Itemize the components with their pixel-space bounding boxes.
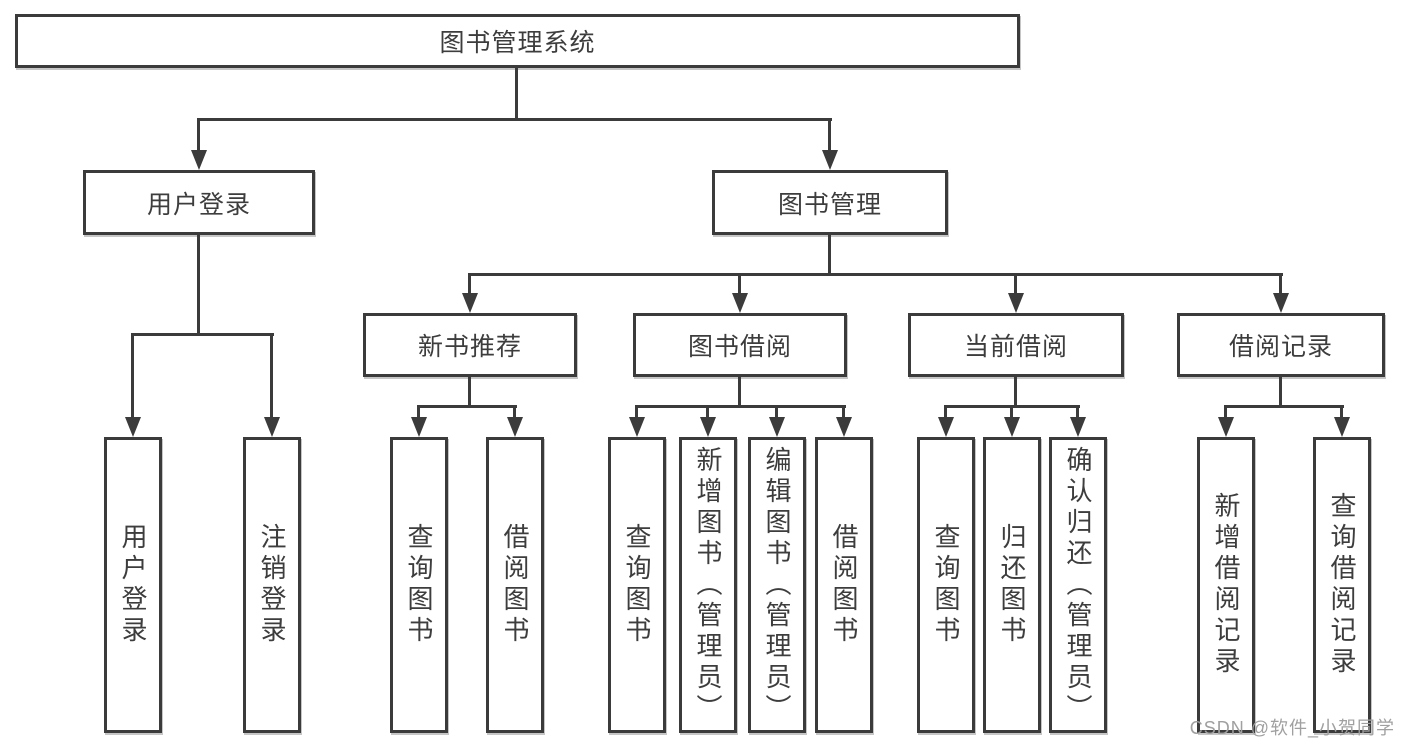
leaf-query-book-under-borrowing: 查询图书 [608, 437, 666, 733]
leaf-borrow-book-under-borrowing: 借阅图书 [815, 437, 873, 733]
connector-to-borrow-records [1279, 273, 1282, 298]
connector-root-stem [515, 68, 518, 121]
arrowhead-to-user-login [191, 150, 207, 170]
leaf-add-borrow-record: 新增借阅记录 [1197, 437, 1255, 733]
arrowhead-to-borrow-records [1273, 293, 1289, 313]
connector-to-leaf-logout [270, 333, 273, 421]
node-borrowing-records: 借阅记录 [1177, 313, 1385, 377]
leaf-confirm-return-admin: 确认归还（管理员） [1049, 437, 1107, 733]
arrowhead-to-leaf-return-book [1004, 417, 1020, 437]
connector-root-crossbar [197, 118, 832, 121]
leaf-borrow-book-under-recommendation: 借阅图书 [486, 437, 544, 733]
connector-user-login-stem [197, 235, 200, 336]
connector-borrow-records-stem [1279, 377, 1282, 408]
connector-current-borrow-stem [1014, 377, 1017, 408]
connector-book-mgmt-crossbar [468, 273, 1283, 276]
arrowhead-to-leaf-add-borrow-record [1218, 417, 1234, 437]
connector-new-book-rec-crossbar [417, 405, 517, 408]
arrowhead-to-leaf-add-book [700, 417, 716, 437]
connector-book-borrow-crossbar [635, 405, 846, 408]
arrowhead-to-leaf-query-book-1 [411, 417, 427, 437]
connector-root-to-user-login [197, 118, 200, 154]
connector-to-book-borrow [738, 273, 741, 298]
connector-leaf-line [513, 405, 516, 421]
connector-to-current-borrow [1014, 273, 1017, 298]
connector-user-login-crossbar [131, 333, 274, 336]
connector-leaf-line [1010, 405, 1013, 421]
node-book-management: 图书管理 [712, 170, 948, 235]
connector-leaf-line [706, 405, 709, 421]
leaf-add-book-admin: 新增图书（管理员） [679, 437, 737, 733]
connector-leaf-line [1076, 405, 1079, 421]
connector-leaf-line [775, 405, 778, 421]
node-new-book-recommendation: 新书推荐 [363, 313, 577, 377]
leaf-query-book-under-recommendation: 查询图书 [390, 437, 448, 733]
connector-leaf-line [842, 405, 845, 421]
arrowhead-to-leaf-edit-book [769, 417, 785, 437]
node-user-login: 用户登录 [83, 170, 315, 235]
arrowhead-to-leaf-user-login [125, 417, 141, 437]
leaf-edit-book-admin: 编辑图书（管理员） [748, 437, 806, 733]
arrowhead-to-book-mgmt [822, 150, 838, 170]
arrowhead-to-leaf-logout [264, 417, 280, 437]
node-library-management-system: 图书管理系统 [15, 14, 1020, 68]
arrowhead-to-book-borrow [732, 293, 748, 313]
csdn-watermark: CSDN @软件_小贺同学 [1189, 718, 1395, 738]
arrowhead-to-leaf-query-book-2 [629, 417, 645, 437]
node-current-borrowing: 当前借阅 [908, 313, 1124, 377]
leaf-logout: 注销登录 [243, 437, 301, 733]
connector-borrow-records-crossbar [1224, 405, 1344, 408]
arrowhead-to-leaf-query-borrow-record [1334, 417, 1350, 437]
arrowhead-to-new-book-rec [462, 293, 478, 313]
connector-leaf-line [944, 405, 947, 421]
connector-leaf-line [1224, 405, 1227, 421]
arrowhead-to-leaf-query-book-3 [938, 417, 954, 437]
leaf-query-book-under-current: 查询图书 [917, 437, 975, 733]
connector-new-book-rec-stem [468, 377, 471, 408]
connector-book-borrow-stem [738, 377, 741, 408]
connector-leaf-line [635, 405, 638, 421]
connector-root-to-book-mgmt [828, 118, 831, 154]
arrowhead-to-leaf-borrow-book-1 [507, 417, 523, 437]
arrowhead-to-current-borrow [1008, 293, 1024, 313]
connector-leaf-line [417, 405, 420, 421]
leaf-user-login: 用户登录 [104, 437, 162, 733]
leaf-query-borrow-record: 查询借阅记录 [1313, 437, 1371, 733]
connector-to-leaf-user-login [131, 333, 134, 421]
arrowhead-to-leaf-borrow-book-2 [836, 417, 852, 437]
arrowhead-to-leaf-confirm-return [1070, 417, 1086, 437]
node-book-borrowing: 图书借阅 [633, 313, 847, 377]
leaf-return-book: 归还图书 [983, 437, 1041, 733]
connector-leaf-line [1340, 405, 1343, 421]
connector-book-mgmt-stem [828, 235, 831, 276]
connector-to-new-book-rec [468, 273, 471, 298]
